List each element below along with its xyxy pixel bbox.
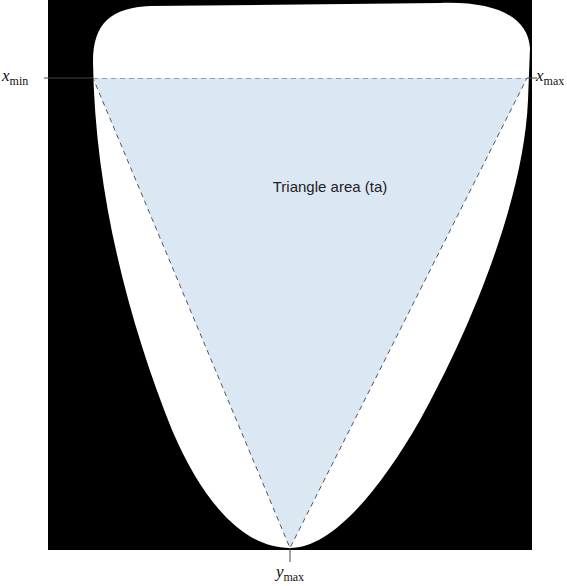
xmin-tick [44,78,93,79]
triangle-polygon [93,78,527,548]
xmin-label: xmin [2,66,28,86]
axis-subscript: max [283,570,304,584]
ymax-tick [290,548,291,562]
background-panel [48,0,532,550]
tongue-outline [93,3,530,548]
xmax-label: xmax [536,66,564,86]
axis-subscript: max [544,74,565,88]
area-label: Triangle area (ta) [273,178,388,195]
axis-variable: y [276,562,284,581]
axis-subscript: min [10,74,29,88]
triangle-shape [93,78,527,548]
ymax-label: ymax [276,562,304,582]
triangle-region: Triangle area (ta) [93,78,527,548]
axis-variable: x [2,66,10,85]
xmax-tick [527,78,537,79]
axis-variable: x [536,66,544,85]
